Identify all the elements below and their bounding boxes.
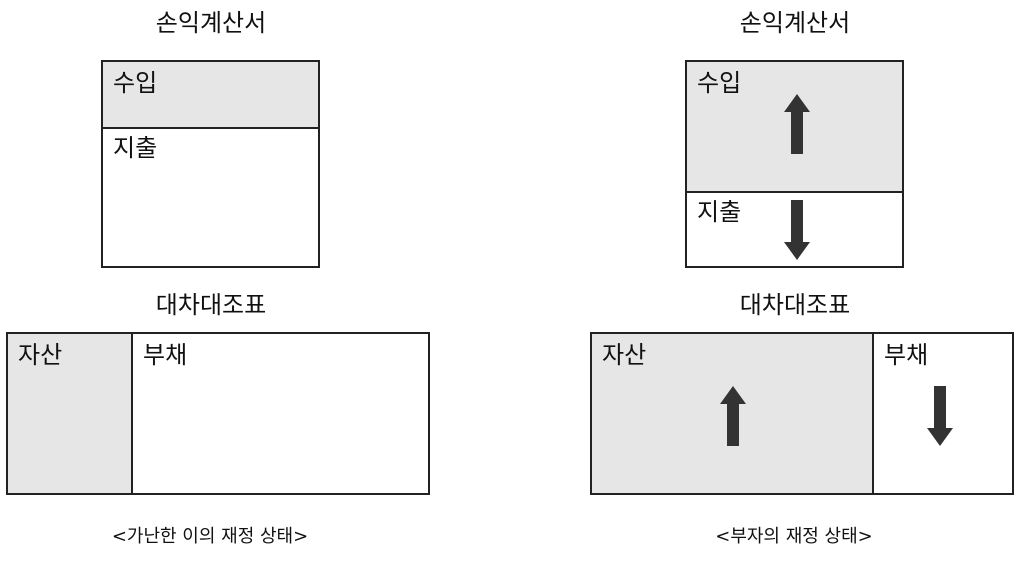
arrow-down-icon xyxy=(927,386,953,446)
left-balance-divider xyxy=(131,334,133,493)
left-liabilities-cell: 부채 xyxy=(133,334,428,493)
left-balance-sheet: 자산 부채 xyxy=(6,332,430,495)
right-balance-divider xyxy=(872,334,874,493)
right-liabilities-label: 부채 xyxy=(884,341,929,369)
left-expense-label: 지출 xyxy=(113,134,158,162)
left-income-divider xyxy=(103,127,318,129)
left-liabilities-label: 부채 xyxy=(143,341,188,369)
left-balance-sheet-title: 대차대조표 xyxy=(155,291,267,319)
right-caption: <부자의 재정 상태> xyxy=(715,526,873,547)
left-expense-cell: 지출 xyxy=(103,129,318,266)
left-caption: <가난한 이의 재정 상태> xyxy=(111,526,309,547)
left-revenue-cell: 수입 xyxy=(103,62,318,127)
arrow-up-icon xyxy=(784,94,810,154)
right-income-statement: 수입 지출 xyxy=(685,60,904,268)
right-balance-sheet-title: 대차대조표 xyxy=(739,291,851,319)
arrow-up-icon xyxy=(720,386,746,446)
left-assets-label: 자산 xyxy=(18,341,63,369)
right-income-divider xyxy=(687,191,902,193)
right-liabilities-cell: 부채 xyxy=(874,334,1012,493)
right-expense-cell: 지출 xyxy=(687,193,902,266)
left-assets-cell: 자산 xyxy=(8,334,131,493)
right-revenue-cell: 수입 xyxy=(687,62,902,191)
right-assets-label: 자산 xyxy=(602,341,647,369)
left-revenue-label: 수입 xyxy=(113,69,158,97)
right-expense-label: 지출 xyxy=(697,198,742,226)
right-balance-sheet: 자산 부채 xyxy=(590,332,1014,495)
right-income-statement-title: 손익계산서 xyxy=(739,9,851,37)
arrow-down-icon xyxy=(784,200,810,260)
right-assets-cell: 자산 xyxy=(592,334,872,493)
right-revenue-label: 수입 xyxy=(697,69,742,97)
left-income-statement-title: 손익계산서 xyxy=(155,9,267,37)
left-income-statement: 수입 지출 xyxy=(101,60,320,268)
